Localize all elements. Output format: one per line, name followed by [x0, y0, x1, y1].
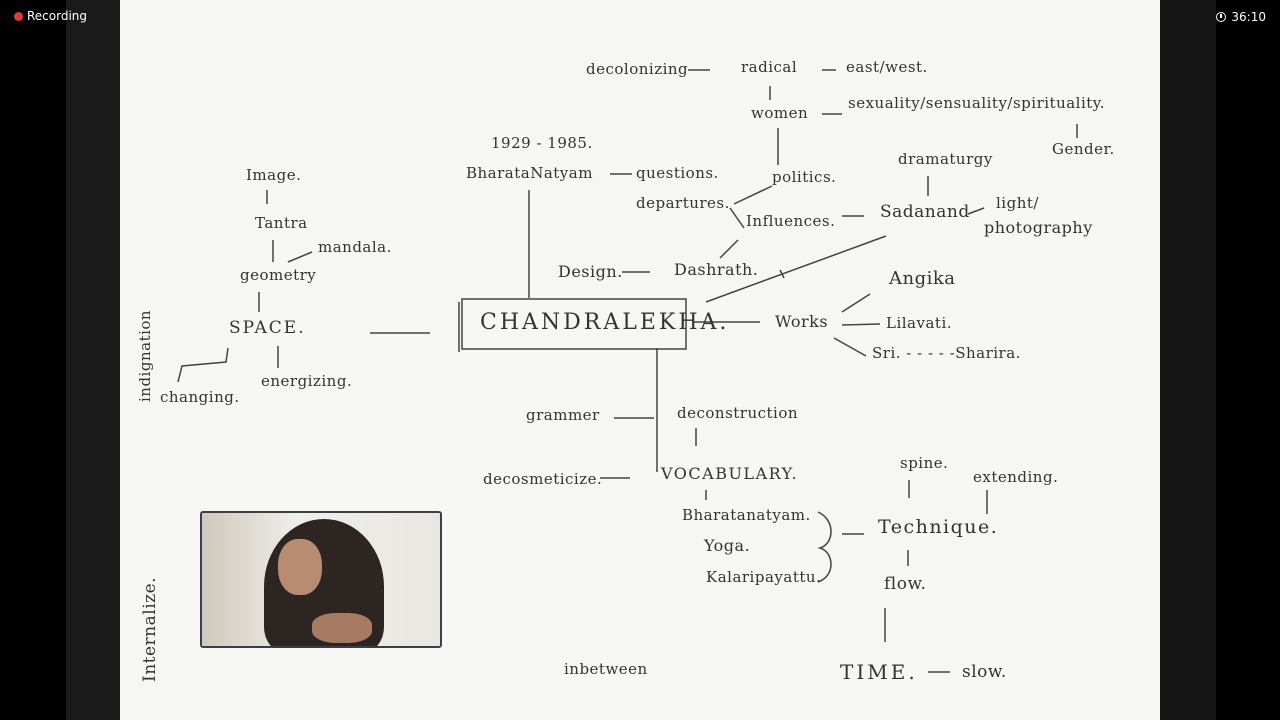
word-women: women [751, 104, 809, 122]
word-east-west: east/west. [846, 58, 928, 76]
word-bharatanatyam-style: Bharatanatyam. [682, 506, 811, 524]
word-politics: politics. [772, 168, 837, 186]
word-kalaripayattu: Kalaripayattu. [706, 568, 822, 586]
word-years: 1929 - 1985. [491, 134, 593, 152]
word-flow: flow. [884, 574, 927, 594]
word-internalize: Internalize. [140, 576, 160, 682]
word-light: light/ [996, 194, 1039, 212]
clock-icon [1216, 12, 1227, 22]
word-influences: Influences. [746, 212, 836, 230]
left-letterbox [66, 0, 120, 720]
word-mandala: mandala. [318, 238, 392, 256]
word-image: Image. [246, 166, 302, 184]
word-inbetween: inbetween [564, 660, 648, 678]
word-dashrath: Dashrath. [674, 260, 759, 279]
word-slow: slow. [962, 662, 1007, 682]
word-questions: questions. [636, 164, 719, 182]
word-chandralekha: CHANDRALEKHA. [480, 310, 730, 335]
word-geometry: geometry [240, 266, 317, 284]
word-grammer: grammer [526, 406, 600, 424]
word-space: SPACE. [229, 318, 306, 338]
word-sexuality: sexuality/sensuality/spirituality. [848, 94, 1106, 112]
right-letterbox [1160, 0, 1216, 720]
word-dramaturgy: dramaturgy [898, 150, 993, 168]
word-changing: changing. [160, 388, 240, 406]
word-works: Works [775, 312, 829, 331]
word-energizing: energizing. [261, 372, 353, 390]
participant-video-tile[interactable] [200, 511, 442, 648]
meeting-timer: 36:10 [1216, 10, 1266, 24]
word-sadanand: Sadanand [880, 202, 970, 222]
word-decolonizing: decolonizing [586, 60, 689, 78]
word-extending: extending. [973, 468, 1059, 486]
word-tantra: Tantra [255, 214, 308, 232]
word-radical: radical [741, 58, 798, 76]
word-deconstruction: deconstruction [677, 404, 799, 422]
word-lilavati: Lilavati. [886, 314, 953, 332]
word-technique: Technique. [878, 516, 999, 538]
record-dot-icon [14, 11, 23, 21]
recording-label: Recording [27, 9, 88, 23]
word-bharatanatyam: BharataNatyam [466, 164, 593, 182]
word-decosmeticize: decosmeticize. [483, 470, 603, 488]
word-design: Design. [558, 262, 623, 281]
word-indignation: indignation [136, 309, 154, 402]
word-photography: photography [984, 218, 1093, 237]
word-departures: departures. [636, 194, 730, 212]
word-vocabulary: VOCABULARY. [661, 464, 799, 483]
timer-value: 36:10 [1231, 10, 1266, 24]
participant-face [278, 539, 322, 595]
word-spine: spine. [900, 454, 949, 472]
word-sri-sharira: Sri. - - - - -Sharira. [872, 344, 1021, 362]
word-angika: Angika [889, 268, 956, 289]
participant-hand [312, 613, 372, 643]
word-time: TIME. [840, 660, 918, 684]
word-gender: Gender. [1052, 140, 1115, 158]
recording-indicator: Recording [14, 9, 87, 23]
word-yoga: Yoga. [704, 536, 751, 555]
